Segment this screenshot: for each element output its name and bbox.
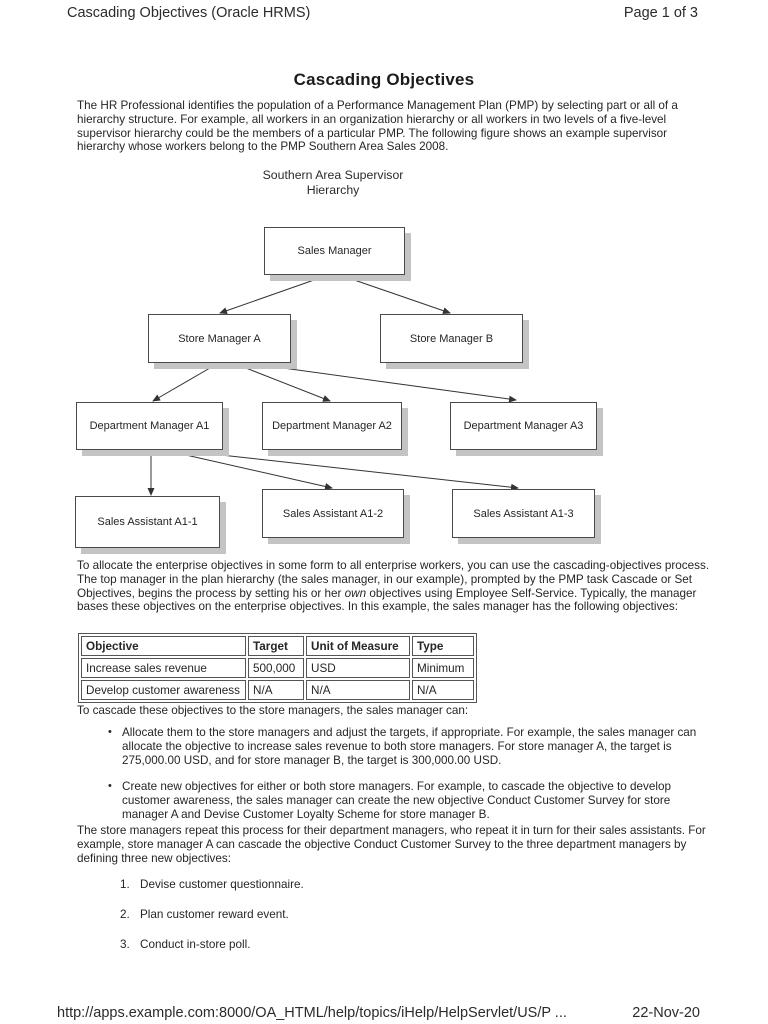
bullet-marker: • — [108, 780, 112, 792]
numbered-text: Devise customer questionnaire. — [140, 878, 304, 891]
node-label: Sales Assistant A1-2 — [282, 507, 384, 520]
table-row: Develop customer awareness N/A N/A N/A — [81, 680, 474, 700]
header-page-number: Page 1 of 3 — [623, 5, 698, 21]
bullet-marker: • — [108, 726, 112, 738]
objectives-table: Objective Target Unit of Measure Type In… — [78, 633, 477, 703]
footer-url: http://apps.example.com:8000/OA_HTML/hel… — [57, 1005, 567, 1021]
cell-unit: USD — [306, 658, 410, 678]
bullet-list-item: • Create new objectives for either or bo… — [108, 780, 706, 821]
col-header-target: Target — [248, 636, 304, 656]
hierarchy-diagram: Sales Manager Store Manager A Store Mana… — [0, 210, 768, 560]
node-sales-assistant-a1-3: Sales Assistant A1-3 — [452, 489, 595, 538]
header-title: Cascading Objectives (Oracle HRMS) — [67, 5, 311, 21]
table-row: Increase sales revenue 500,000 USD Minim… — [81, 658, 474, 678]
cell-type: N/A — [412, 680, 474, 700]
bullet-list-item: • Allocate them to the store managers an… — [108, 726, 706, 767]
cell-objective: Increase sales revenue — [81, 658, 246, 678]
intro-paragraph: The HR Professional identifies the popul… — [77, 99, 678, 154]
node-label: Sales Assistant A1-1 — [97, 516, 198, 528]
col-header-unit-of-measure: Unit of Measure — [306, 636, 410, 656]
node-sales-manager: Sales Manager — [264, 227, 405, 275]
diagram-caption-line1: Southern Area Supervisor — [262, 168, 404, 182]
node-store-manager-b: Store Manager B — [380, 314, 523, 363]
bullet-text: Allocate them to the store managers and … — [122, 726, 697, 767]
allocate-paragraph-part1: To allocate the enterprise objectives in… — [77, 559, 710, 600]
node-label: Department Manager A1 — [89, 420, 210, 432]
node-label: Department Manager A3 — [463, 420, 584, 432]
number-marker: 3. — [120, 938, 130, 951]
allocate-paragraph: To allocate the enterprise objectives in… — [77, 559, 711, 614]
node-dept-manager-a1: Department Manager A1 — [76, 402, 223, 450]
cell-unit: N/A — [306, 680, 410, 700]
numbered-list-item: 3. Conduct in-store poll. — [120, 938, 680, 952]
numbered-list-item: 1. Devise customer questionnaire. — [120, 878, 680, 892]
node-dept-manager-a3: Department Manager A3 — [450, 402, 597, 450]
diagram-caption: Southern Area Supervisor Hierarchy — [183, 168, 483, 197]
hierarchy-arrows — [147, 272, 519, 496]
number-marker: 1. — [120, 878, 130, 891]
cell-target: 500,000 — [248, 658, 304, 678]
cascade-intro-paragraph: To cascade these objectives to the store… — [77, 704, 469, 717]
node-label: Department Manager A2 — [272, 420, 392, 432]
footer-date: 22-Nov-20 — [632, 1005, 700, 1021]
cell-target: N/A — [248, 680, 304, 700]
numbered-list-item: 2. Plan customer reward event. — [120, 908, 680, 922]
number-marker: 2. — [120, 908, 130, 921]
table-header-row: Objective Target Unit of Measure Type — [81, 636, 474, 656]
bullet-text: Create new objectives for either or both… — [122, 780, 671, 821]
numbered-text: Conduct in-store poll. — [140, 938, 251, 951]
allocate-paragraph-part2: objectives using Employee Self-Service. … — [77, 586, 697, 614]
repeat-paragraph: The store managers repeat this process f… — [77, 824, 706, 865]
node-dept-manager-a2: Department Manager A2 — [262, 402, 402, 450]
node-label: Store Manager B — [409, 332, 494, 345]
node-sales-assistant-a1-1: Sales Assistant A1-1 — [75, 496, 220, 548]
node-label: Sales Manager — [297, 245, 372, 257]
allocate-paragraph-italic: own — [344, 586, 367, 600]
page-title: Cascading Objectives — [293, 70, 475, 89]
node-sales-assistant-a1-2: Sales Assistant A1-2 — [262, 489, 404, 538]
node-label: Sales Assistant A1-3 — [473, 507, 574, 520]
cell-type: Minimum — [412, 658, 474, 678]
diagram-caption-line2: Hierarchy — [306, 182, 360, 197]
node-label: Store Manager A — [178, 332, 261, 345]
col-header-type: Type — [412, 636, 474, 656]
cell-objective: Develop customer awareness — [81, 680, 246, 700]
numbered-text: Plan customer reward event. — [140, 908, 289, 921]
col-header-objective: Objective — [81, 636, 246, 656]
node-store-manager-a: Store Manager A — [148, 314, 291, 363]
